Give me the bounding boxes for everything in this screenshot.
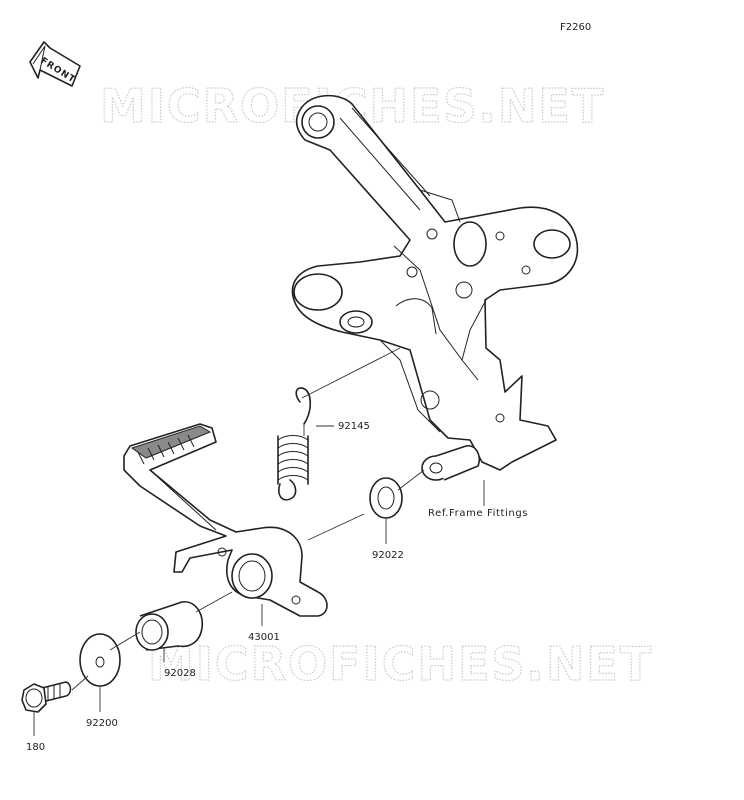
- washer-small: [369, 477, 403, 519]
- callout-ref-frame-fittings: Ref.Frame Fittings: [428, 508, 528, 519]
- callout-92145: 92145: [338, 421, 370, 432]
- callout-43001: 43001: [248, 632, 280, 643]
- figure-id: F2260: [560, 22, 591, 33]
- bushing: [135, 601, 204, 651]
- return-spring: [277, 387, 312, 501]
- watermark-bottom: MICROFICHES.NET: [148, 637, 653, 691]
- frame-fitting-bracket: [291, 94, 579, 481]
- callout-92200: 92200: [86, 718, 118, 729]
- callout-180: 180: [26, 742, 45, 753]
- callout-92028: 92028: [164, 668, 196, 679]
- brake-pedal: [123, 423, 328, 617]
- callout-92022: 92022: [372, 550, 404, 561]
- bolt: [21, 681, 72, 713]
- front-direction-icon: FRONT: [29, 41, 81, 87]
